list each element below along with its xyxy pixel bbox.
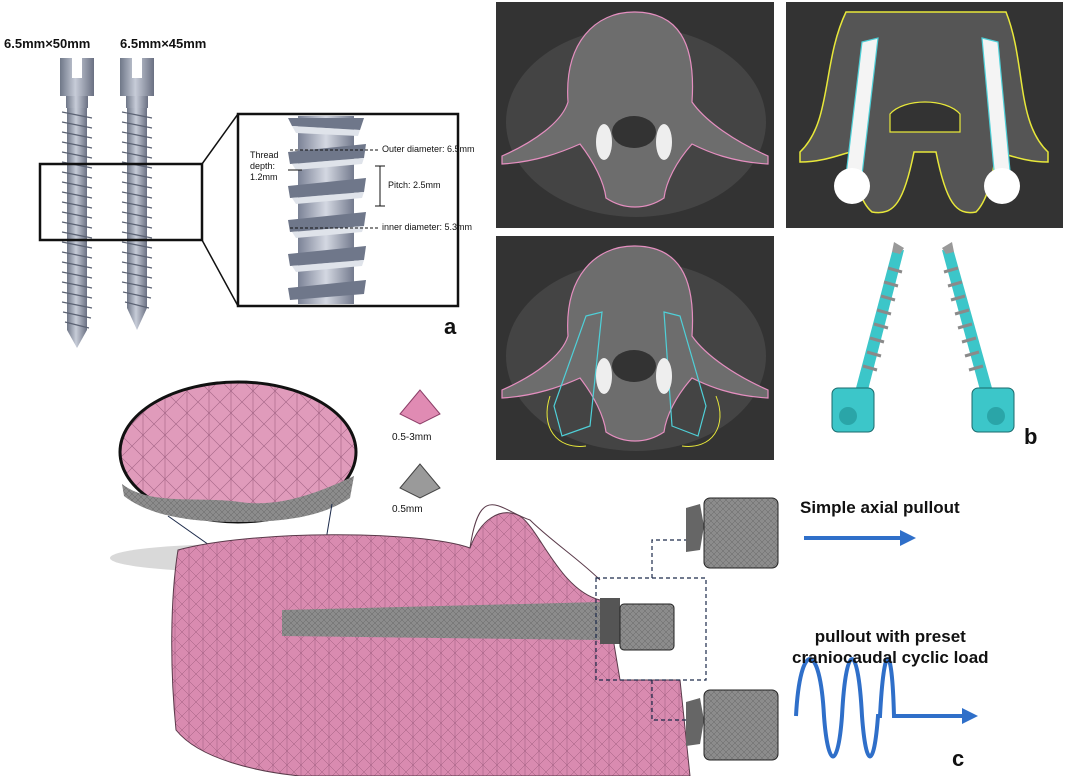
reconstructed-screw-models [831,242,1015,433]
thread-detail-screw [288,116,366,304]
cyclic-load-title: pullout with preset craniocaudal cyclic … [792,627,989,667]
screw-label-50mm: 6.5mm×50mm [4,36,91,51]
vertebral-body-mesh [171,512,691,776]
screw-50mm [60,58,94,348]
ct-slice-vertebra-outline [496,2,774,228]
mesh-size-coarse-label: 0.5-3mm [392,432,432,443]
panel-c: 0.5-3mm 0.5mm Simple axial pullout pullo… [0,380,1065,776]
panel-a-letter: a [444,314,457,339]
panel-b-letter: b [1024,424,1038,449]
panel-c-letter: c [952,746,965,771]
inner-diameter-label: inner diameter: 5.3mm [382,222,473,232]
panel-a: 6.5mm×50mm 6.5mm×45mm [0,0,490,350]
screw-45mm [120,58,154,330]
panel-b: b [496,0,1065,460]
mesh-size-fine-label: 0.5mm [392,504,423,515]
screw-mesh-in-bone [282,602,600,640]
cyclic-load-arrow [794,657,964,759]
thread-depth-label: Thread depth: 1.2mm [250,150,279,182]
left-screw-model [831,242,904,433]
zoom-region-box [38,162,204,242]
finite-element-model [110,380,978,776]
screw-head-cyclic [686,689,779,761]
mesh-magnifier [118,380,358,629]
ct-slice-combined-outlines [496,236,774,460]
screw-head-axial [686,497,779,569]
coarse-mesh-element-icon [399,389,441,425]
axial-pullout-title: Simple axial pullout [800,498,960,517]
outer-diameter-label: Outer diameter: 6.5mm [382,144,475,154]
pitch-label: Pitch: 2.5mm [388,180,441,190]
fine-mesh-element-icon [399,463,441,499]
pedicle-screws-drawing [38,58,460,348]
screw-label-45mm: 6.5mm×45mm [120,36,207,51]
ct-slice-screws-roi [786,2,1063,228]
right-screw-model [942,242,1015,433]
